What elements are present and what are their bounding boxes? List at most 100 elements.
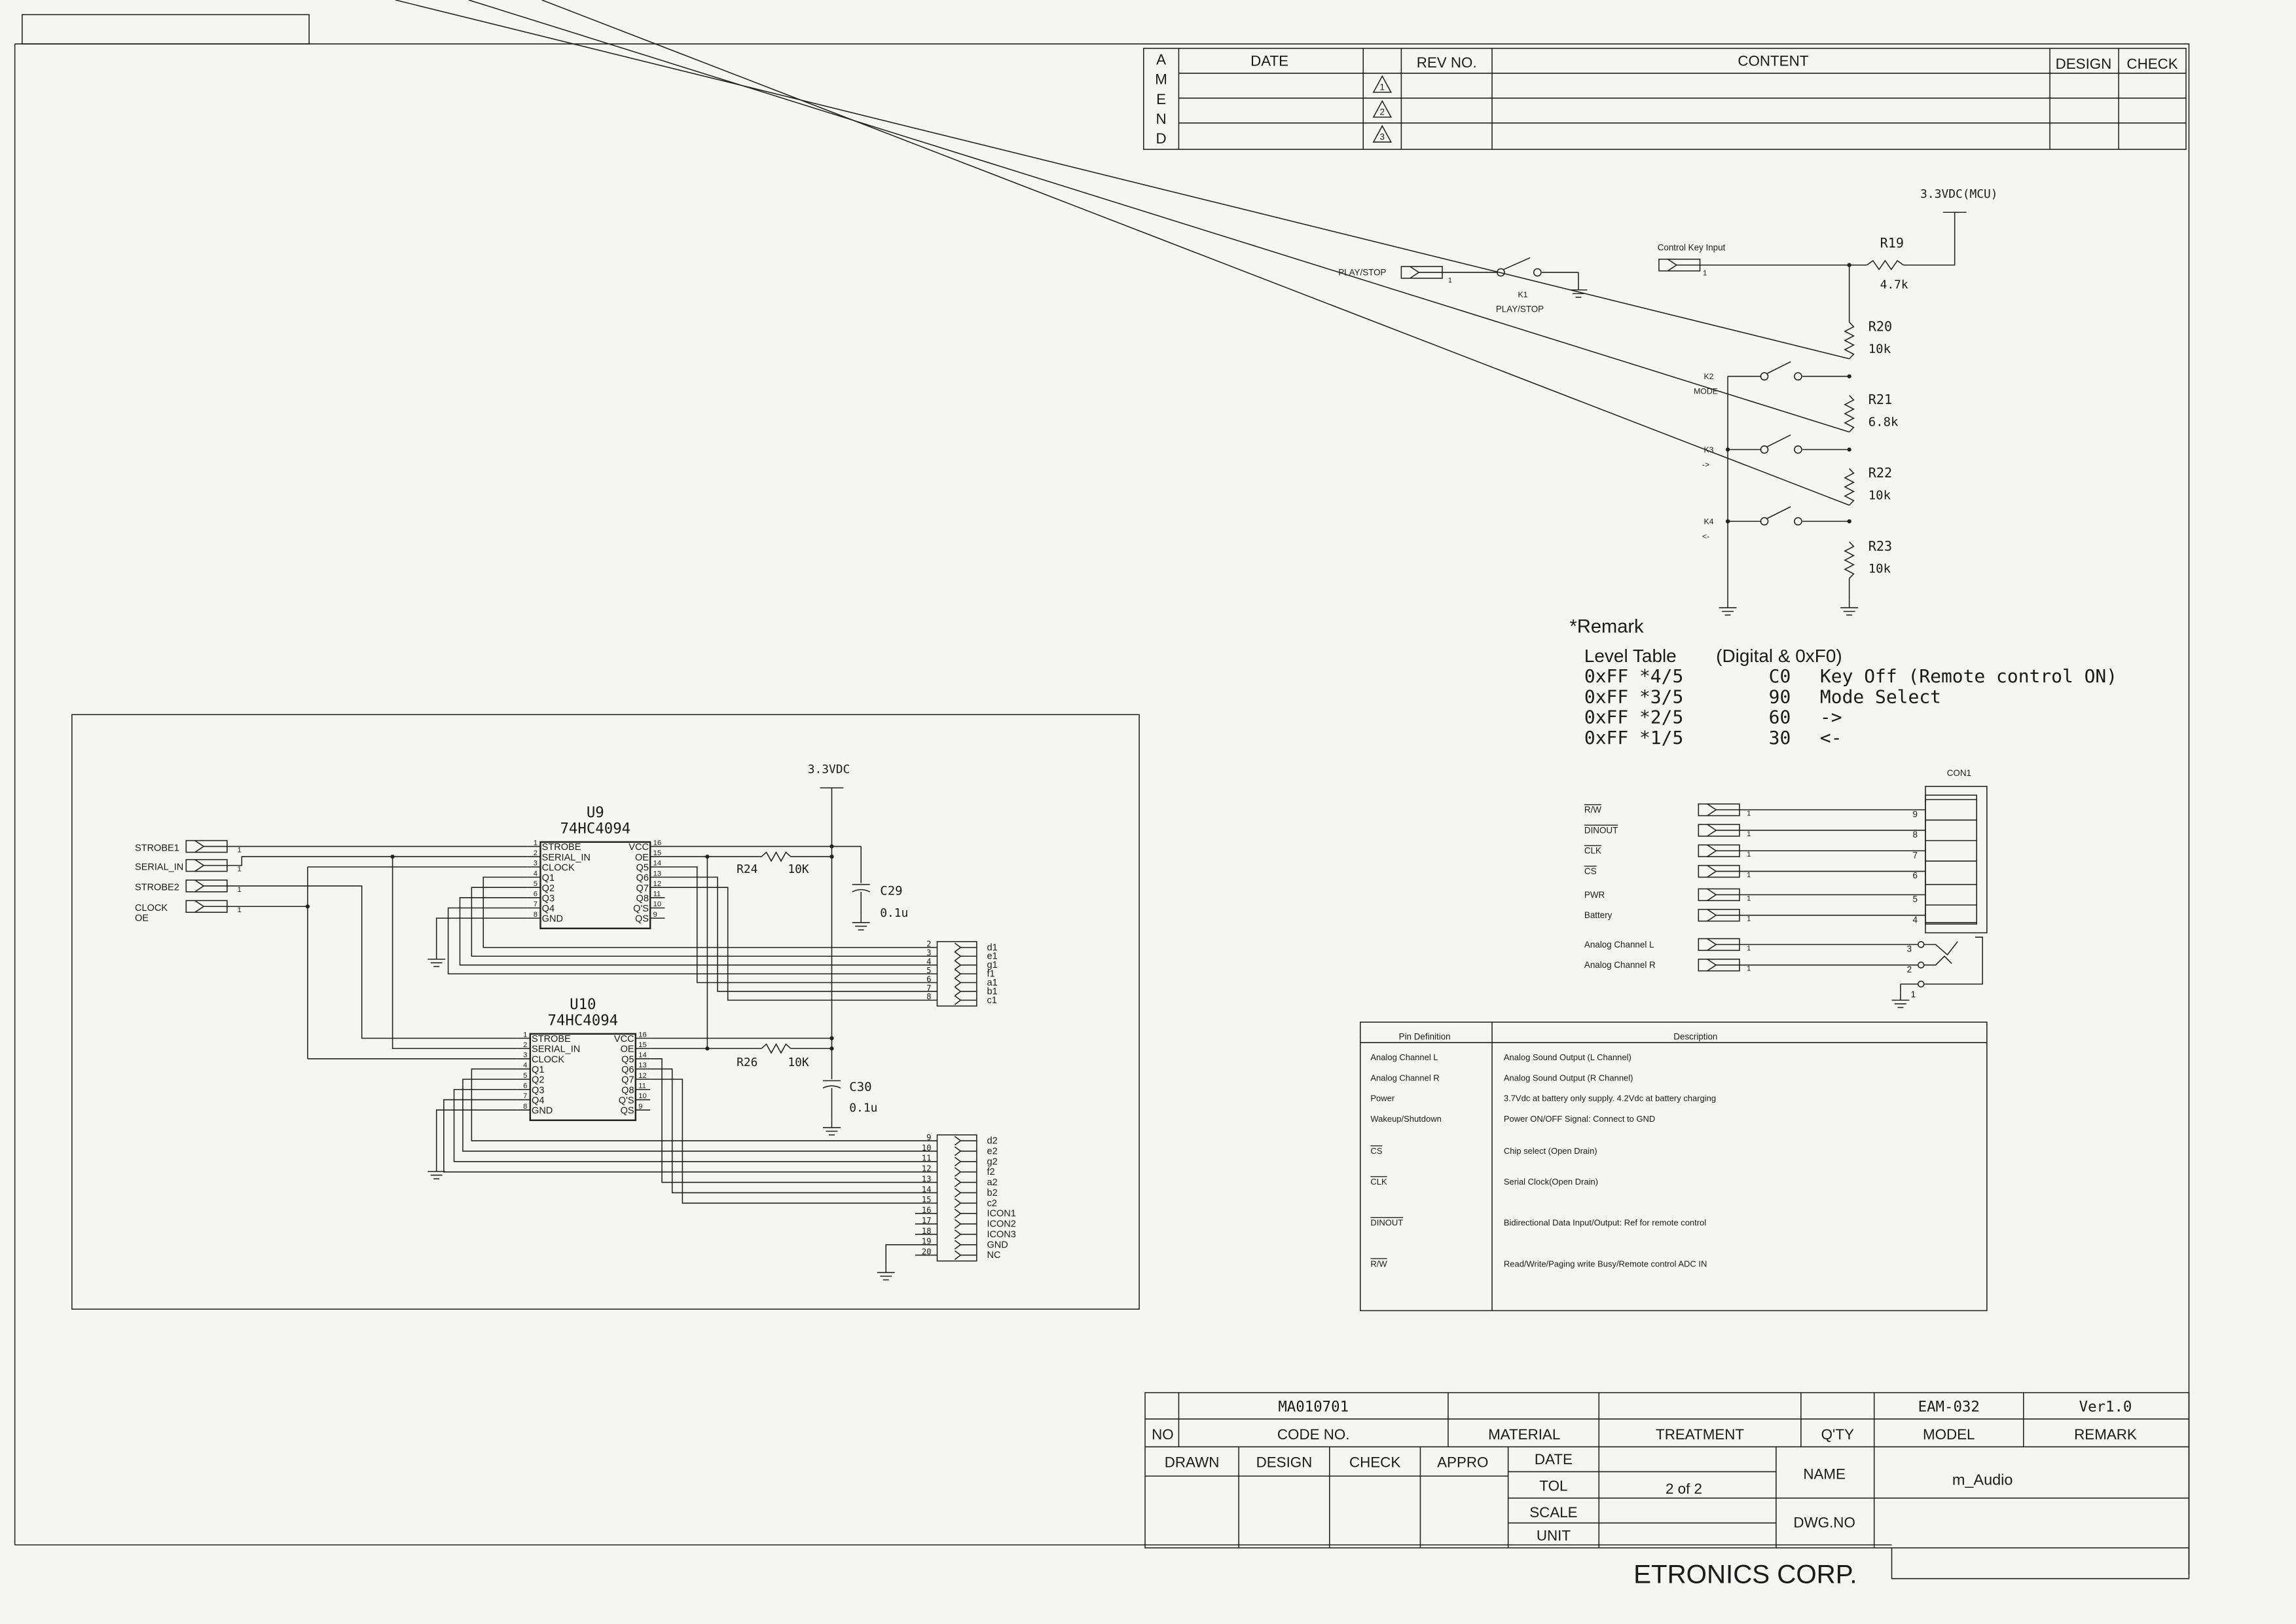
- port-chevron: [194, 859, 205, 872]
- pin-number: 2: [534, 849, 538, 857]
- amend-side-letter: N: [1156, 111, 1167, 127]
- con1-signal-label: CS: [1584, 866, 1597, 876]
- jack-contact: [1917, 961, 1925, 969]
- ground-symbol: [877, 1265, 895, 1281]
- amend-header-rev-no: REV NO.: [1417, 54, 1477, 71]
- junction-dot: [829, 844, 834, 849]
- header-pin-number: 10: [922, 1143, 932, 1153]
- ground-symbol: [428, 1164, 446, 1179]
- tb-label-dwg-no: DWG.NO: [1793, 1514, 1855, 1530]
- amend-header-design: DESIGN: [2056, 56, 2112, 72]
- header-signal-label: b2: [987, 1188, 998, 1198]
- wire: [395, 0, 1850, 360]
- con1-body: [1925, 786, 1988, 934]
- pin-name: Q8: [636, 893, 649, 904]
- pin-name: VCC: [614, 1034, 634, 1044]
- switch-contact: [1794, 445, 1802, 454]
- resistor-ref: R23: [1868, 538, 1892, 554]
- wire: [483, 876, 938, 948]
- pin-table-pin: R/W: [1370, 1259, 1387, 1268]
- remark-value: Ver1.0: [2079, 1399, 2132, 1416]
- header-signal-label: f1: [987, 969, 995, 980]
- jack-pin-number: 3: [1907, 944, 1912, 954]
- header-chevron: [954, 1219, 962, 1229]
- pin-name: STROBE: [542, 842, 581, 853]
- pin-name: Q7: [621, 1075, 634, 1086]
- tb-label-material: MATERIAL: [1488, 1426, 1560, 1443]
- resistor-ref: R21: [1868, 392, 1892, 407]
- wire: [435, 1109, 517, 1164]
- wire: [435, 917, 528, 952]
- header-pin-number: 20: [922, 1247, 932, 1257]
- header-pin-number: 11: [922, 1154, 932, 1163]
- junction-dot: [829, 1046, 834, 1051]
- pin-name: Q8: [621, 1085, 634, 1096]
- header-chevron: [954, 986, 962, 997]
- amend-side-letter: D: [1156, 130, 1167, 147]
- level-value: 0xFF *1/5: [1584, 727, 1683, 748]
- tb-label-remark: REMARK: [2074, 1426, 2137, 1443]
- tb-label-date: DATE: [1535, 1451, 1573, 1467]
- header-signal-label: NC: [987, 1250, 1001, 1261]
- input-label-clock: CLOCK: [135, 903, 168, 913]
- pin-number: 2: [523, 1041, 527, 1049]
- level-code: 90: [1769, 686, 1791, 707]
- company-box: [1891, 1547, 2190, 1579]
- level-meaning: Key Off (Remote control ON): [1820, 665, 2117, 687]
- mcu-supply-label: 3.3VDC(MCU): [1920, 187, 1997, 201]
- pin-name: Q6: [636, 873, 649, 883]
- port-chevron: [1707, 824, 1717, 837]
- pin-number: 10: [638, 1092, 646, 1100]
- pin-name: Q2: [542, 883, 555, 894]
- pin-table-pin: CLK: [1370, 1177, 1387, 1187]
- pin-number: 3: [523, 1052, 527, 1060]
- amend-header-content: CONTENT: [1738, 53, 1808, 69]
- pin-table-header: Description: [1673, 1032, 1717, 1042]
- pin-number: 3: [534, 860, 538, 868]
- pin-name: Q4: [532, 1096, 544, 1106]
- pin-name: Q3: [542, 893, 555, 904]
- pin-table-description: Power ON/OFF Signal: Connect to GND: [1504, 1114, 1655, 1124]
- resistor-value: 10k: [1868, 561, 1891, 576]
- switch-ref: K2: [1704, 372, 1713, 381]
- header-signal-label: e2: [987, 1146, 998, 1156]
- cap-value: 0.1u: [880, 906, 908, 920]
- pin-table-pin: DINOUT: [1370, 1218, 1403, 1228]
- switch-ref: K1: [1518, 290, 1527, 299]
- chip-ref: U9: [587, 804, 604, 821]
- header-signal-label: b1: [987, 986, 998, 997]
- con1-inner: [1925, 794, 1977, 925]
- switch-contact: [1533, 268, 1542, 277]
- resistor-ref: R20: [1868, 318, 1892, 334]
- pin-name: Q3: [532, 1085, 544, 1096]
- header-signal-label: d1: [987, 942, 998, 953]
- resistor-r26: [761, 1043, 792, 1054]
- pin-number: 15: [638, 1041, 646, 1049]
- wire: [392, 857, 517, 1049]
- level-meaning: ->: [1820, 707, 1842, 728]
- switch-name: PLAY/STOP: [1496, 304, 1544, 314]
- ground-symbol: [1891, 993, 1910, 1008]
- pin-definition-table: [1359, 1022, 1988, 1312]
- amend-side-letter: E: [1156, 91, 1166, 107]
- pin-number: 12: [653, 880, 661, 888]
- port-pin-number: 1: [1747, 944, 1751, 952]
- jack-sleeve: [1923, 936, 1983, 985]
- con1-pin-number: 8: [1913, 830, 1918, 840]
- wire: [459, 897, 938, 966]
- wire: [471, 887, 938, 957]
- pin-name: QS: [635, 914, 649, 925]
- pin-table-pin: Analog Channel L: [1370, 1052, 1438, 1062]
- con1-signal-label: PWR: [1584, 890, 1605, 900]
- junction-dot: [705, 1046, 710, 1051]
- level-table-header: Level Table: [1584, 646, 1677, 666]
- cap-ref: C30: [849, 1080, 871, 1094]
- revision-number: 2: [1380, 107, 1385, 117]
- chip-ref: U10: [570, 996, 596, 1013]
- header-pin-number: 7: [926, 984, 931, 993]
- port-connector: [185, 900, 228, 913]
- amend-side-letter: M: [1155, 71, 1167, 88]
- port-connector: [1698, 864, 1740, 878]
- level-value: 0xFF *4/5: [1584, 665, 1683, 687]
- model-value: EAM-032: [1918, 1399, 1980, 1416]
